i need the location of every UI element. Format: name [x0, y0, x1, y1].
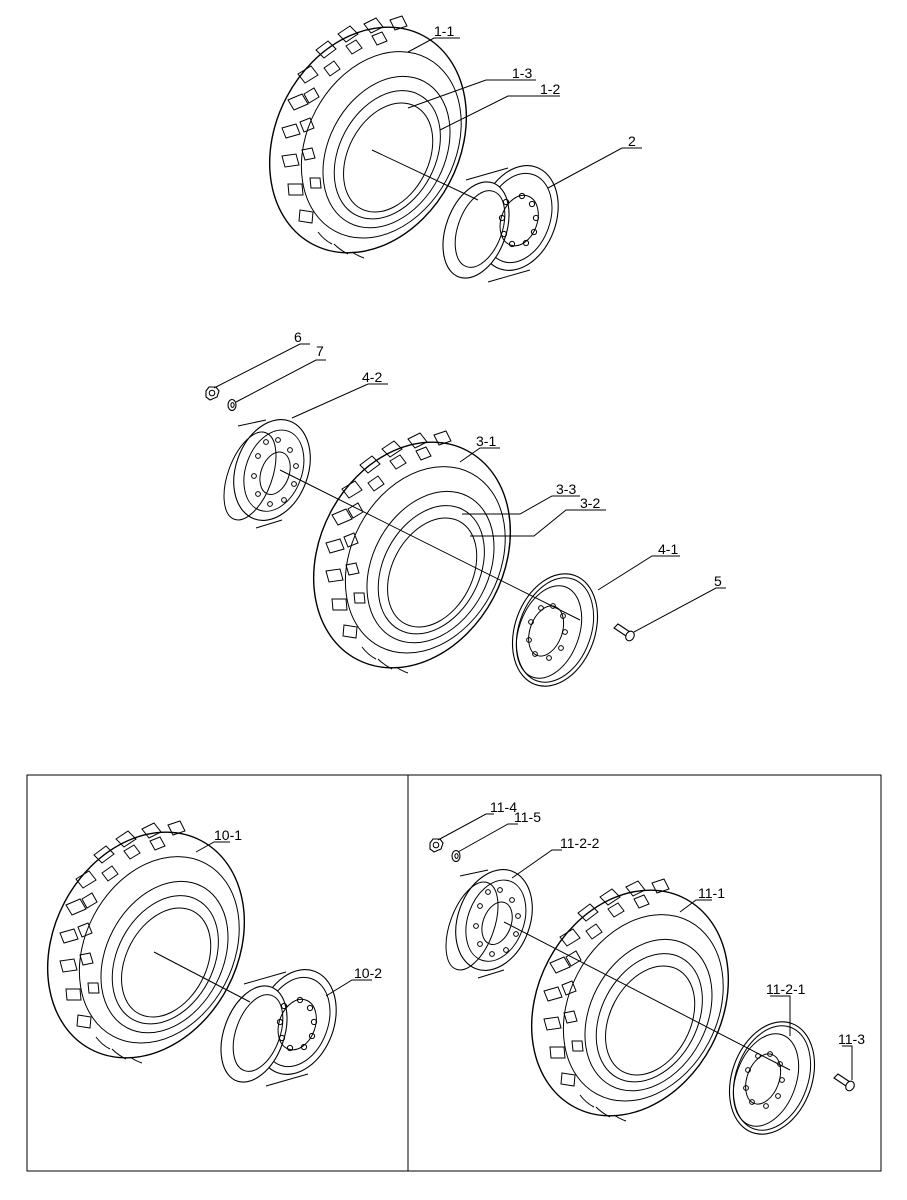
label-1-2: 1-2 — [540, 81, 560, 97]
label-11-4: 11-4 — [490, 799, 517, 815]
rim-ring-4-1 — [497, 561, 613, 699]
rim-half-4-2 — [213, 408, 325, 532]
nut-11-4 — [429, 838, 444, 853]
label-11-3: 11-3 — [838, 1031, 865, 1047]
label-1-1: 1-1 — [434, 23, 454, 39]
nut-6 — [205, 386, 220, 401]
label-4-1: 4-1 — [658, 541, 678, 557]
bolt-5 — [613, 623, 637, 643]
washer-7 — [227, 398, 237, 412]
assembly-top: 1-1 1-3 1-2 2 — [230, 0, 642, 289]
label-11-2-2: 11-2-2 — [560, 835, 600, 851]
label-6: 6 — [294, 329, 302, 345]
label-4-2: 4-2 — [362, 369, 382, 385]
label-3-2: 3-2 — [580, 495, 600, 511]
label-5: 5 — [714, 573, 722, 589]
label-11-5: 11-5 — [514, 809, 541, 825]
assembly-bottom-right: 11-4 11-5 11-2-2 11-1 11-2-1 11-3 — [429, 799, 865, 1152]
bottom-frame — [26, 774, 882, 1172]
label-3-3: 3-3 — [556, 481, 576, 497]
label-3-1: 3-1 — [476, 433, 496, 449]
assembly-middle: 6 7 4-2 3-1 3-3 3-2 4-1 5 — [205, 329, 726, 704]
rim-half-11-2-2 — [435, 858, 547, 982]
label-7: 7 — [316, 343, 324, 359]
tire-3 — [274, 406, 550, 704]
label-2: 2 — [628, 133, 636, 149]
label-11-1: 11-1 — [698, 885, 725, 901]
label-10-2: 10-2 — [354, 965, 382, 981]
rim-ring-11-2-1 — [714, 1009, 830, 1147]
label-1-3: 1-3 — [512, 65, 532, 81]
assembly-bottom-left: 10-1 10-2 — [8, 796, 382, 1094]
washer-11-5 — [451, 849, 461, 863]
tire-11 — [492, 854, 768, 1152]
label-10-1: 10-1 — [214, 827, 242, 843]
bolt-11-3 — [833, 1073, 857, 1093]
label-11-2-1: 11-2-1 — [766, 981, 806, 997]
